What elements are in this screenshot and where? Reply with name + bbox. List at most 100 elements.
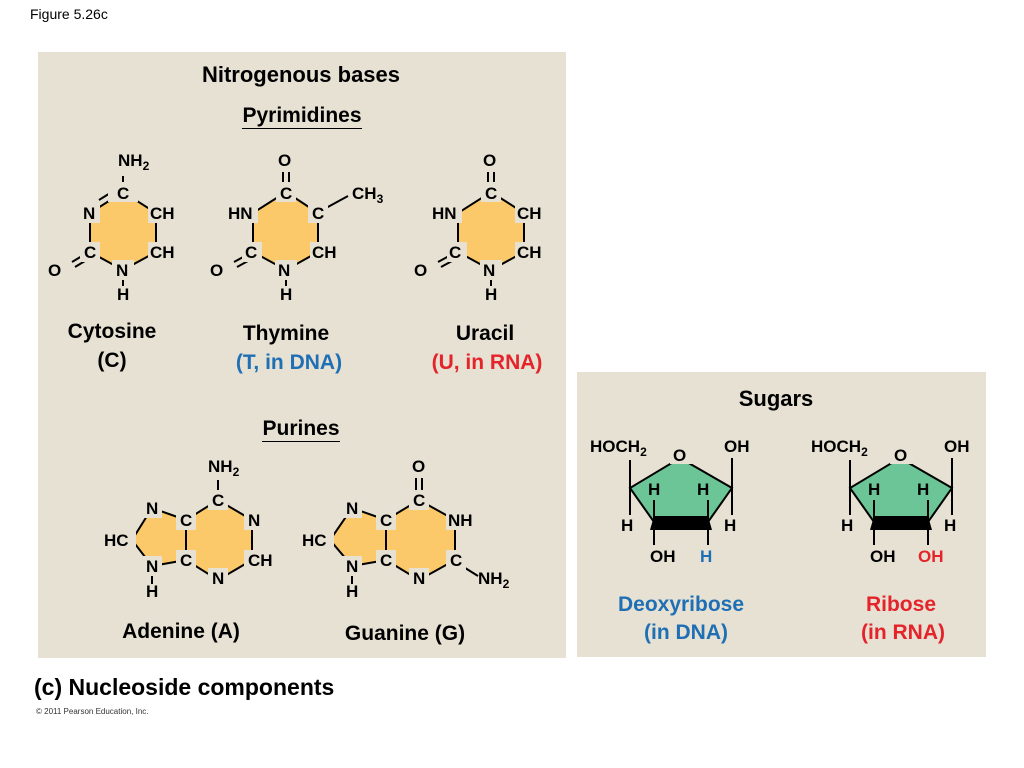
thymine-atom: HN — [228, 204, 253, 223]
deoxyribose-atom-h-highlight: H — [700, 547, 712, 566]
deoxyribose-name: Deoxyribose — [617, 593, 745, 616]
guanine-atom: C — [380, 511, 392, 530]
nitrogenous-bases-title: Nitrogenous bases — [201, 62, 401, 87]
thymine-atom: C — [280, 184, 292, 203]
cytosine-atom: C — [117, 184, 129, 203]
adenine-atom: CH — [248, 551, 273, 570]
figure-label: Figure 5.26c — [30, 6, 108, 22]
adenine-atom: H — [146, 582, 158, 601]
copyright-notice: © 2011 Pearson Education, Inc. — [36, 707, 149, 716]
adenine-atom: C — [212, 491, 224, 510]
uracil-atom: CH — [517, 204, 542, 223]
uracil-atom: O — [483, 151, 496, 170]
cytosine-atom: O — [48, 261, 61, 280]
uracil-atom: C — [449, 243, 461, 262]
nitrogenous-bases-panel — [38, 52, 566, 658]
uracil-name: Uracil — [455, 322, 515, 345]
cytosine-atom: H — [117, 285, 129, 304]
adenine-nh2-label: NH2 — [208, 457, 240, 479]
thymine-note: (T, in DNA) — [235, 351, 343, 374]
adenine-atom: N — [212, 569, 224, 588]
thymine-ch3-label: CH3 — [352, 184, 384, 206]
deoxyribose-atom: OH — [724, 437, 750, 456]
adenine-atom: C — [180, 511, 192, 530]
cytosine-nh2-label: NH2 — [118, 151, 150, 173]
cytosine-atom: CH — [150, 204, 175, 223]
ribose-atom: OH — [944, 437, 970, 456]
guanine-atom: NH — [448, 511, 473, 530]
uracil-atom: H — [485, 285, 497, 304]
adenine-atom: N — [146, 557, 158, 576]
purines-heading: Purines — [240, 417, 362, 442]
guanine-atom: N — [346, 557, 358, 576]
adenine-atom: C — [180, 551, 192, 570]
ribose-atom: H — [841, 516, 853, 535]
ribose-ring — [848, 456, 954, 523]
uracil-atom: O — [414, 261, 427, 280]
thymine-atom: C — [245, 243, 257, 262]
thymine-atom: O — [278, 151, 291, 170]
cytosine-name: Cytosine — [67, 320, 157, 343]
guanine-atom: H — [346, 582, 358, 601]
purines-label: Purines — [262, 417, 340, 442]
deoxyribose-atom: H — [621, 516, 633, 535]
uracil-atom: CH — [517, 243, 542, 262]
cytosine-atom: N — [83, 204, 95, 223]
ribose-wedge — [870, 516, 932, 530]
thymine-atom: C — [312, 204, 324, 223]
pyrimidines-heading: Pyrimidines — [229, 104, 375, 129]
ribose-atom: OH — [870, 547, 896, 566]
guanine-atom: C — [413, 491, 425, 510]
pyrimidines-label: Pyrimidines — [242, 104, 362, 129]
deoxyribose-atom: H — [724, 516, 736, 535]
guanine-atom: N — [413, 569, 425, 588]
ribose-atom: H — [868, 480, 880, 499]
deoxyribose-wedge — [650, 516, 712, 530]
ribose-hoch2-label: HOCH2 — [811, 437, 868, 459]
adenine-name: Adenine (A) — [122, 620, 240, 643]
ribose-name: Ribose — [865, 593, 936, 616]
figure-caption: (c) Nucleoside components — [34, 674, 335, 700]
adenine-atom: N — [248, 511, 260, 530]
guanine-atom: C — [380, 551, 392, 570]
ribose-atom: O — [894, 446, 907, 465]
guanine-atom: HC — [302, 531, 327, 550]
cytosine-abbr: (C) — [97, 349, 127, 372]
ribose-atom: H — [917, 480, 929, 499]
uracil-note: (U, in RNA) — [431, 351, 543, 374]
ribose-note: (in RNA) — [861, 621, 945, 644]
deoxyribose-hoch2-label: HOCH2 — [590, 437, 647, 459]
ribose-atom: H — [944, 516, 956, 535]
adenine-atom: N — [146, 499, 158, 518]
cytosine-atom: CH — [150, 243, 175, 262]
uracil-atom: C — [485, 184, 497, 203]
ribose-atom-oh-highlight: OH — [918, 547, 944, 566]
uracil-atom: N — [483, 261, 495, 280]
adenine-atom: HC — [104, 531, 129, 550]
deoxyribose-note: (in DNA) — [644, 621, 728, 644]
thymine-atom: O — [210, 261, 223, 280]
thymine-atom: N — [278, 261, 290, 280]
sugars-title: Sugars — [738, 386, 814, 411]
guanine-atom: O — [412, 457, 425, 476]
uracil-atom: HN — [432, 204, 457, 223]
deoxyribose-atom: OH — [650, 547, 676, 566]
cytosine-atom: N — [116, 261, 128, 280]
thymine-name: Thymine — [242, 322, 330, 345]
deoxyribose-atom: O — [673, 446, 686, 465]
guanine-name: Guanine (G) — [344, 622, 466, 645]
guanine-atom: C — [450, 551, 462, 570]
deoxyribose-atom: H — [648, 480, 660, 499]
deoxyribose-atom: H — [697, 480, 709, 499]
thymine-atom: CH — [312, 243, 337, 262]
cytosine-atom: C — [84, 243, 96, 262]
guanine-nh2-label: NH2 — [478, 569, 510, 591]
guanine-atom: N — [346, 499, 358, 518]
thymine-atom: H — [280, 285, 292, 304]
